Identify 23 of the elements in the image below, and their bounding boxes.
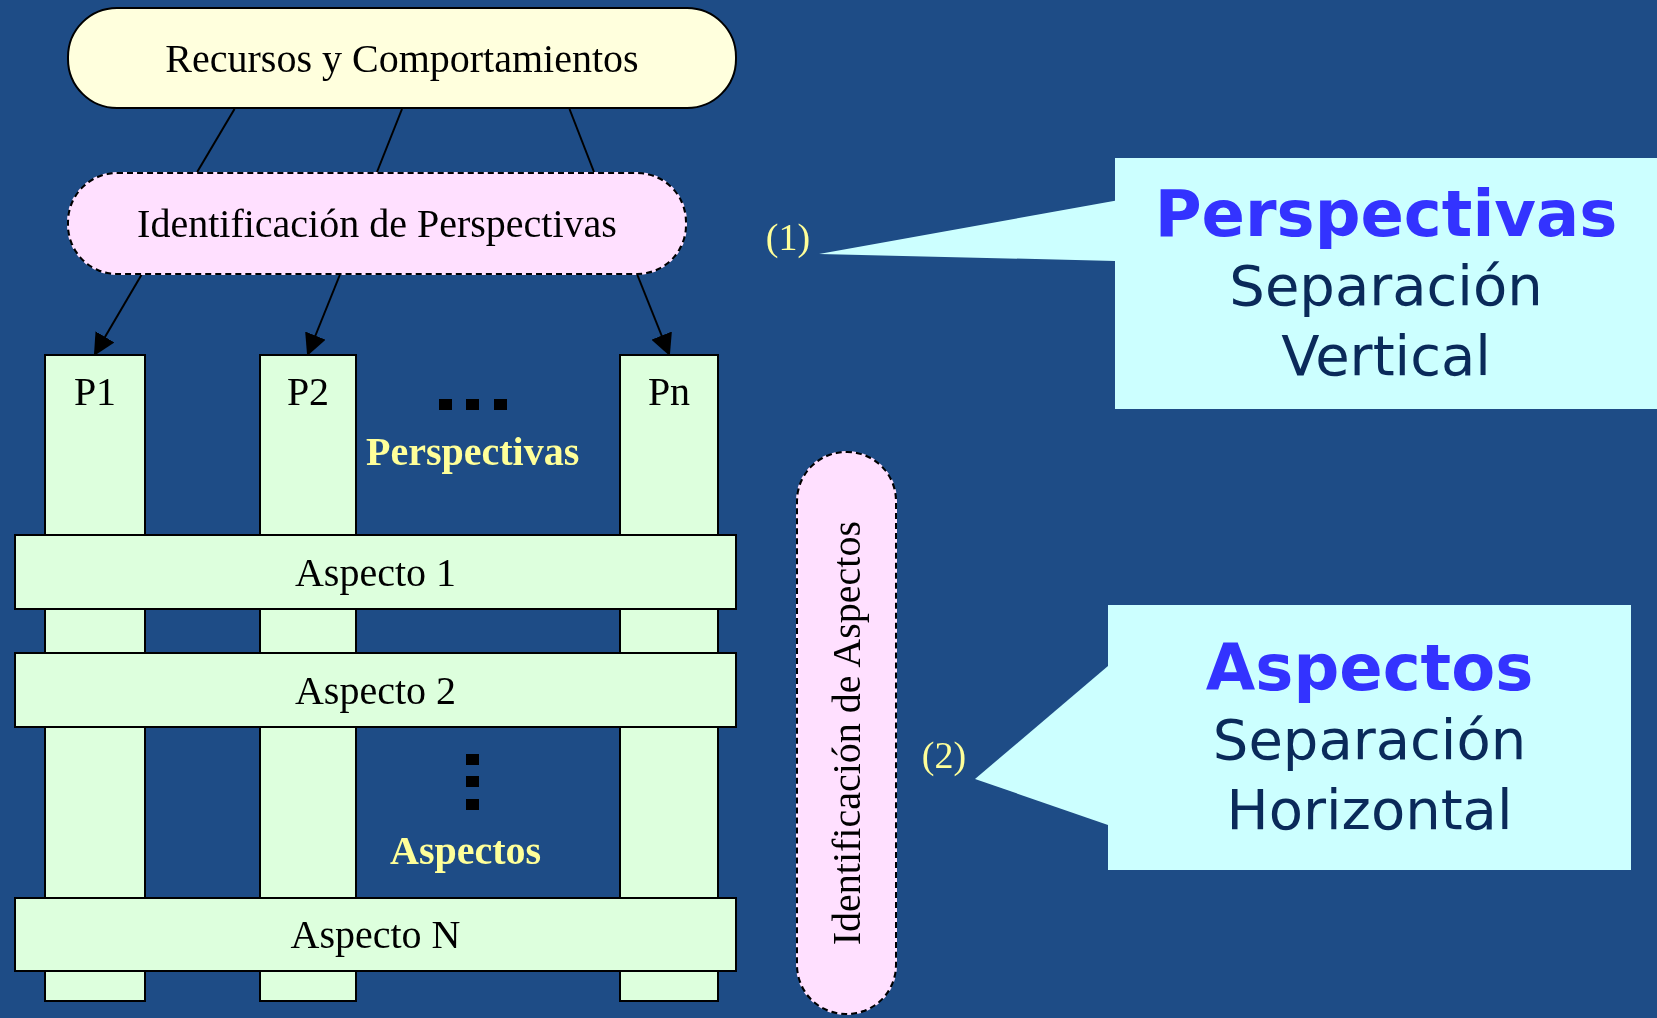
group-label: Aspectos [390,827,542,874]
process-box: Identificación de Perspectivas [67,172,687,275]
callout-heading: Perspectivas [1154,176,1618,251]
connector-line [376,108,403,173]
callout-number: (1) [757,212,819,262]
row-bar: Aspecto 1 [14,534,737,610]
row-bar: Aspecto 2 [14,652,737,728]
arrow [636,274,672,357]
start-box: Recursos y Comportamientos [67,7,737,109]
callout-text: Separación Horizontal [1211,705,1528,844]
callout-pointer [819,200,1115,261]
box-label: Identificación de Aspectos [823,520,870,946]
callout-number: (2) [913,730,975,780]
callout-pointer [975,665,1108,825]
callout-heading: Aspectos [1205,630,1534,705]
group-label: Perspectivas [366,428,580,475]
row-bar: Aspecto N [14,897,737,972]
arrow [305,274,341,357]
connector-line [568,108,595,173]
arrow [93,274,143,356]
callout-text: Separación Vertical [1228,251,1544,390]
callout-box [1115,158,1657,409]
connector-line [196,108,236,173]
